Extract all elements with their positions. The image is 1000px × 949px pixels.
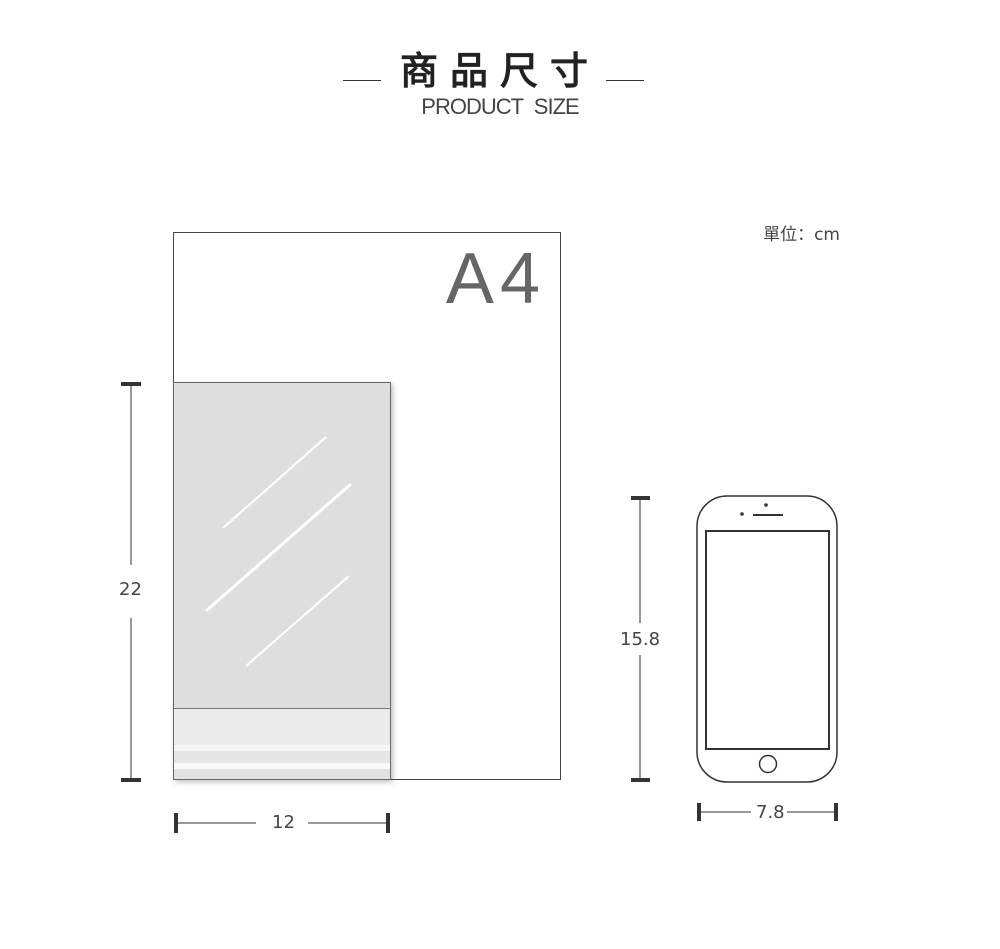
phone-width-dimension [697,803,838,821]
sleeve-width-label: 12 [272,812,295,833]
phone-outline [696,495,838,783]
sleeve-height-label: 22 [119,579,142,600]
a4-label: A4 [445,239,546,319]
title-right-rule [606,80,644,81]
phone-height-label: 15.8 [620,629,661,650]
glare-lines [205,436,352,667]
title-left-rule [343,80,381,81]
phone-height-dimension [631,496,650,782]
page-title: 商品尺寸 [399,49,600,93]
sleeve-width-dimension [174,813,390,833]
sleeve-height-dimension [121,382,141,782]
sleeve-flap [174,708,390,779]
phone-width-label: 7.8 [756,802,785,823]
unit-label: 單位：cm [763,225,840,245]
page-subtitle: PRODUCT SIZE [421,94,579,119]
product-sleeve [173,382,391,780]
